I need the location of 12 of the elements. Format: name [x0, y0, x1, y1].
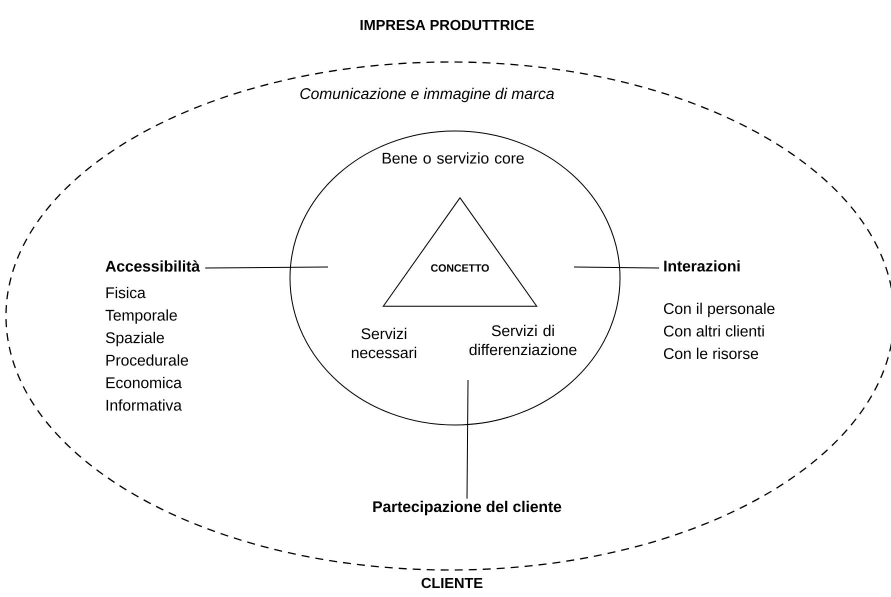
circle-text: Servizi necessari — [352, 328, 416, 358]
connector-line — [466, 380, 468, 500]
heading-text: CLIENTE — [422, 578, 482, 588]
ellipse-label: Comunicazione e immagine di marca — [300, 88, 554, 102]
heading-text: Partecipazione del cliente — [373, 500, 562, 516]
text-list: Interazioni Con il personale Con altri clienti Con le risorse — [664, 260, 774, 360]
circle-text: Bene o servizio core — [382, 152, 524, 164]
circle-text: Servizi di differenziazione — [470, 324, 576, 356]
connector-line — [574, 266, 660, 268]
connector-line — [204, 266, 328, 268]
heading-text: IMPRESA PRODUTTRICE — [360, 20, 534, 30]
text-list: Accessibilità Fisica Temporale Spaziale Procedurale Economica Informativa — [106, 260, 200, 411]
